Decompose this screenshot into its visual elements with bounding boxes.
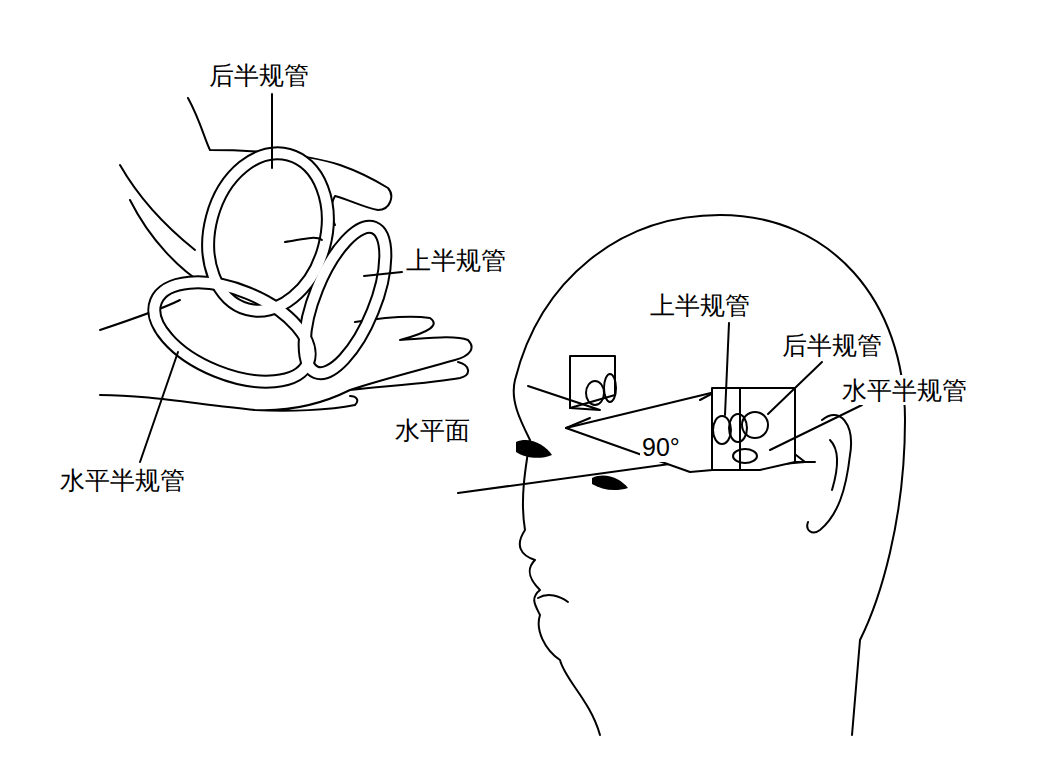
- ear: [807, 415, 851, 533]
- lip: [538, 595, 568, 602]
- part-label: 上半规管: [404, 245, 508, 275]
- eye: [592, 476, 628, 490]
- front-frame: [570, 356, 615, 408]
- part-label: 水平半规管: [840, 375, 969, 405]
- part-label: 上半规管: [648, 290, 752, 320]
- part-label: 水平半规管: [58, 465, 187, 495]
- eye: [516, 440, 552, 458]
- angle-label: 90°: [640, 432, 682, 462]
- part-label: 后半规管: [207, 60, 311, 90]
- leader-lines: [140, 94, 862, 462]
- part-label: 后半规管: [780, 330, 884, 360]
- upper-hand-back: [120, 165, 205, 285]
- part-label: 水平面: [393, 415, 472, 445]
- head-outline: [514, 215, 905, 735]
